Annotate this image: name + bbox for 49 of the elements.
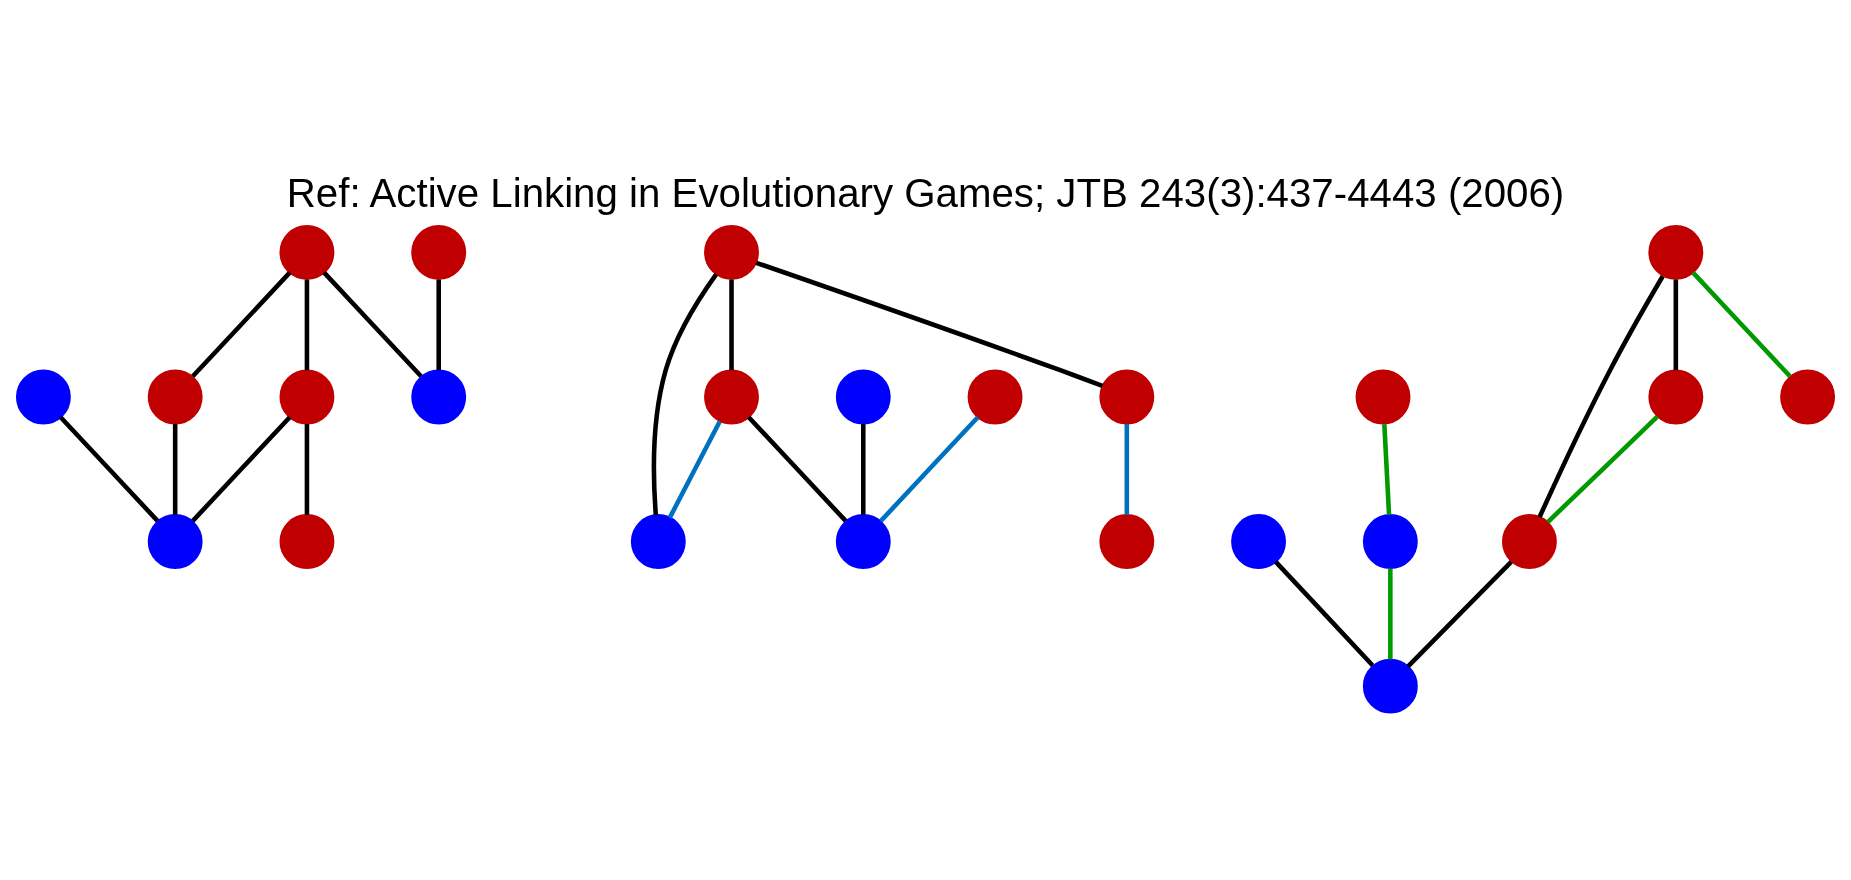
node-circle bbox=[630, 514, 686, 569]
connector bbox=[879, 415, 980, 523]
node-circle bbox=[967, 369, 1023, 425]
connector bbox=[191, 415, 292, 523]
node-circle bbox=[704, 369, 759, 425]
connector bbox=[322, 271, 423, 378]
connector bbox=[1382, 423, 1392, 515]
connector bbox=[729, 279, 734, 371]
node-circle bbox=[1362, 514, 1418, 569]
node-circle bbox=[411, 369, 467, 425]
connector bbox=[304, 279, 310, 371]
connector bbox=[861, 424, 866, 515]
connector bbox=[1406, 560, 1513, 668]
node-circle bbox=[147, 369, 203, 425]
node-circle bbox=[1648, 369, 1704, 425]
connector bbox=[1388, 568, 1393, 660]
connector bbox=[1691, 271, 1792, 378]
connector bbox=[58, 415, 160, 523]
node-circle bbox=[411, 224, 467, 280]
connector bbox=[1546, 415, 1659, 524]
node-circle bbox=[1780, 369, 1836, 425]
node-circle bbox=[15, 369, 71, 425]
connector bbox=[747, 415, 848, 523]
node-circle bbox=[279, 224, 335, 280]
connector bbox=[1537, 275, 1665, 518]
connector bbox=[667, 420, 722, 519]
node-circle bbox=[1648, 224, 1704, 280]
node-circle bbox=[835, 514, 891, 569]
node-circle bbox=[1099, 514, 1155, 569]
connector bbox=[651, 273, 719, 516]
node-circle bbox=[1501, 514, 1557, 569]
node-circle bbox=[1099, 369, 1155, 425]
diagram-title: Ref: Active Linking in Evolutionary Games; JTB 243(3):437-4443 (2006) bbox=[286, 170, 1565, 216]
node-circle bbox=[279, 514, 335, 569]
connector bbox=[755, 260, 1104, 389]
connector bbox=[436, 279, 441, 371]
connector bbox=[191, 271, 292, 378]
connector bbox=[1274, 560, 1375, 667]
node-circle bbox=[279, 369, 335, 425]
node-circle bbox=[1362, 658, 1418, 714]
node-circle bbox=[147, 514, 203, 569]
connector bbox=[304, 424, 310, 515]
connector bbox=[172, 424, 178, 515]
node-circle bbox=[1355, 369, 1411, 425]
node-circle bbox=[1231, 514, 1287, 569]
connector bbox=[1673, 279, 1679, 371]
connector bbox=[1124, 424, 1130, 515]
node-circle bbox=[704, 224, 759, 280]
node-circle bbox=[835, 369, 891, 425]
